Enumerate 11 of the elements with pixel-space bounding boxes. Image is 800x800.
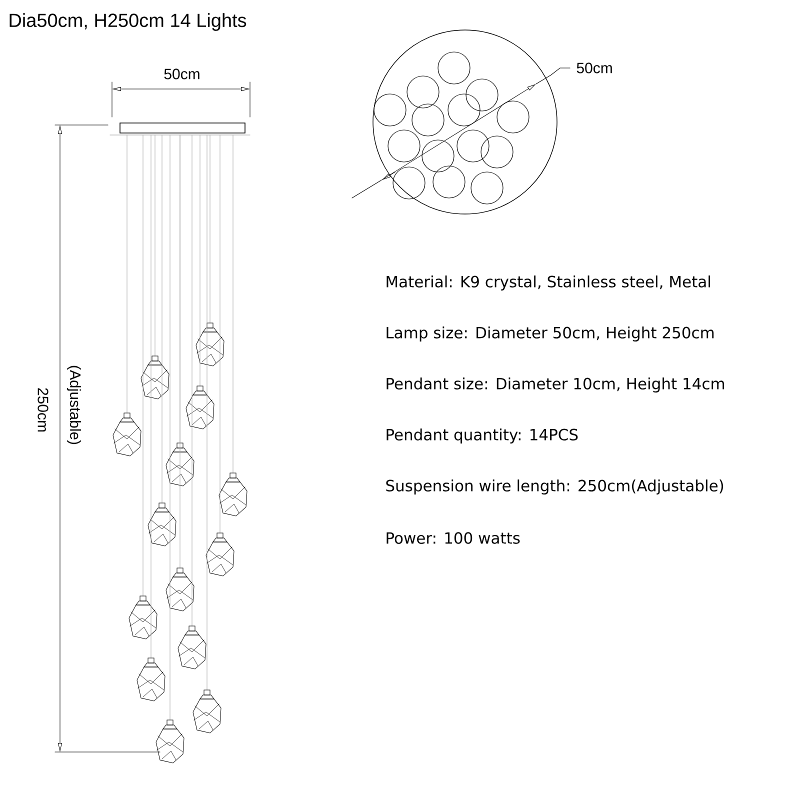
title: Dia50cm, H250cm 14 Lights bbox=[10, 13, 246, 31]
dimension-label: 50cm bbox=[576, 62, 612, 74]
dimension-label: 50cm bbox=[164, 68, 200, 80]
spec-text: Suspension wire length: 250cm(Adjustable) bbox=[386, 480, 724, 495]
dimension-label: 250cm bbox=[38, 388, 48, 432]
spec-text: Lamp size: Diameter 50cm, Height 250cm bbox=[386, 326, 714, 342]
spec-text: Pendant size: Diameter 10cm, Height 14cm bbox=[386, 378, 724, 392]
spec-text: Material: K9 crystal, Stainless steel, Metal bbox=[386, 276, 710, 290]
note-label: (Adjustable) bbox=[67, 366, 81, 444]
spec-text: Pendant quantity: 14PCS bbox=[386, 428, 578, 444]
spec-text: Power: 100 watts bbox=[386, 532, 520, 544]
